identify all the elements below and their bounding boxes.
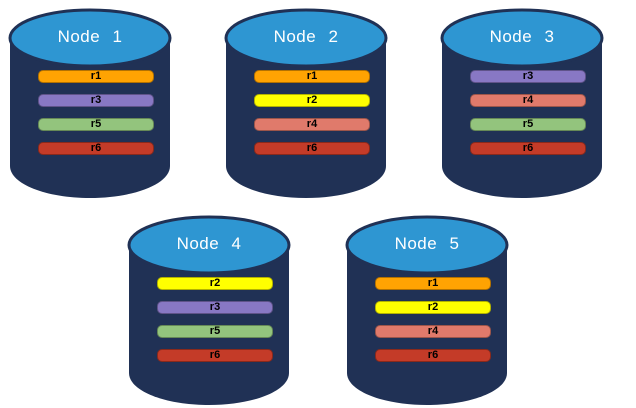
replica-bar-r6: r6 (157, 349, 273, 362)
replica-bar-r6: r6 (38, 142, 154, 155)
cylinder-top (440, 8, 604, 68)
replica-bar-r2: r2 (157, 277, 273, 290)
cylinder-top (8, 8, 172, 68)
replica-bar-r6: r6 (470, 142, 586, 155)
replica-bar-r6: r6 (254, 142, 370, 155)
replica-bar-r1: r1 (375, 277, 491, 290)
replica-list: r2 r3 r5 r6 (157, 277, 273, 373)
database-node-5: Node 5 r1 r2 r4 r6 (345, 215, 509, 407)
database-node-2: Node 2 r1 r2 r4 r6 (224, 8, 388, 200)
database-node-4: Node 4 r2 r3 r5 r6 (127, 215, 291, 407)
top-row: Node 1 r1 r3 r5 r6 Node 2 r1 r2 r4 r6 Node 3 r… (0, 0, 636, 200)
database-node-1: Node 1 r1 r3 r5 r6 (8, 8, 172, 200)
replica-bar-r1: r1 (38, 70, 154, 83)
replica-bar-r4: r4 (375, 325, 491, 338)
replica-bar-r4: r4 (254, 118, 370, 131)
node-label: Node 5 (394, 234, 460, 253)
replica-bar-r5: r5 (470, 118, 586, 131)
replica-list: r1 r2 r4 r6 (254, 70, 370, 166)
replica-bar-r3: r3 (38, 94, 154, 107)
bottom-row: Node 4 r2 r3 r5 r6 Node 5 r1 r2 r4 r6 (0, 215, 636, 407)
node-label: Node 3 (489, 27, 555, 46)
replica-bar-r4: r4 (470, 94, 586, 107)
replica-bar-r5: r5 (157, 325, 273, 338)
database-node-3: Node 3 r3 r4 r5 r6 (440, 8, 604, 200)
replica-bar-r6: r6 (375, 349, 491, 362)
replica-list: r1 r3 r5 r6 (38, 70, 154, 166)
node-label: Node 4 (176, 234, 242, 253)
replica-bar-r3: r3 (157, 301, 273, 314)
replica-list: r3 r4 r5 r6 (470, 70, 586, 166)
replica-bar-r5: r5 (38, 118, 154, 131)
replica-bar-r2: r2 (254, 94, 370, 107)
replica-bar-r1: r1 (254, 70, 370, 83)
replica-bar-r2: r2 (375, 301, 491, 314)
cylinder-top (224, 8, 388, 68)
replica-bar-r3: r3 (470, 70, 586, 83)
node-label: Node 1 (57, 27, 123, 46)
node-label: Node 2 (273, 27, 339, 46)
cylinder-top (345, 215, 509, 275)
replica-list: r1 r2 r4 r6 (375, 277, 491, 373)
cylinder-top (127, 215, 291, 275)
